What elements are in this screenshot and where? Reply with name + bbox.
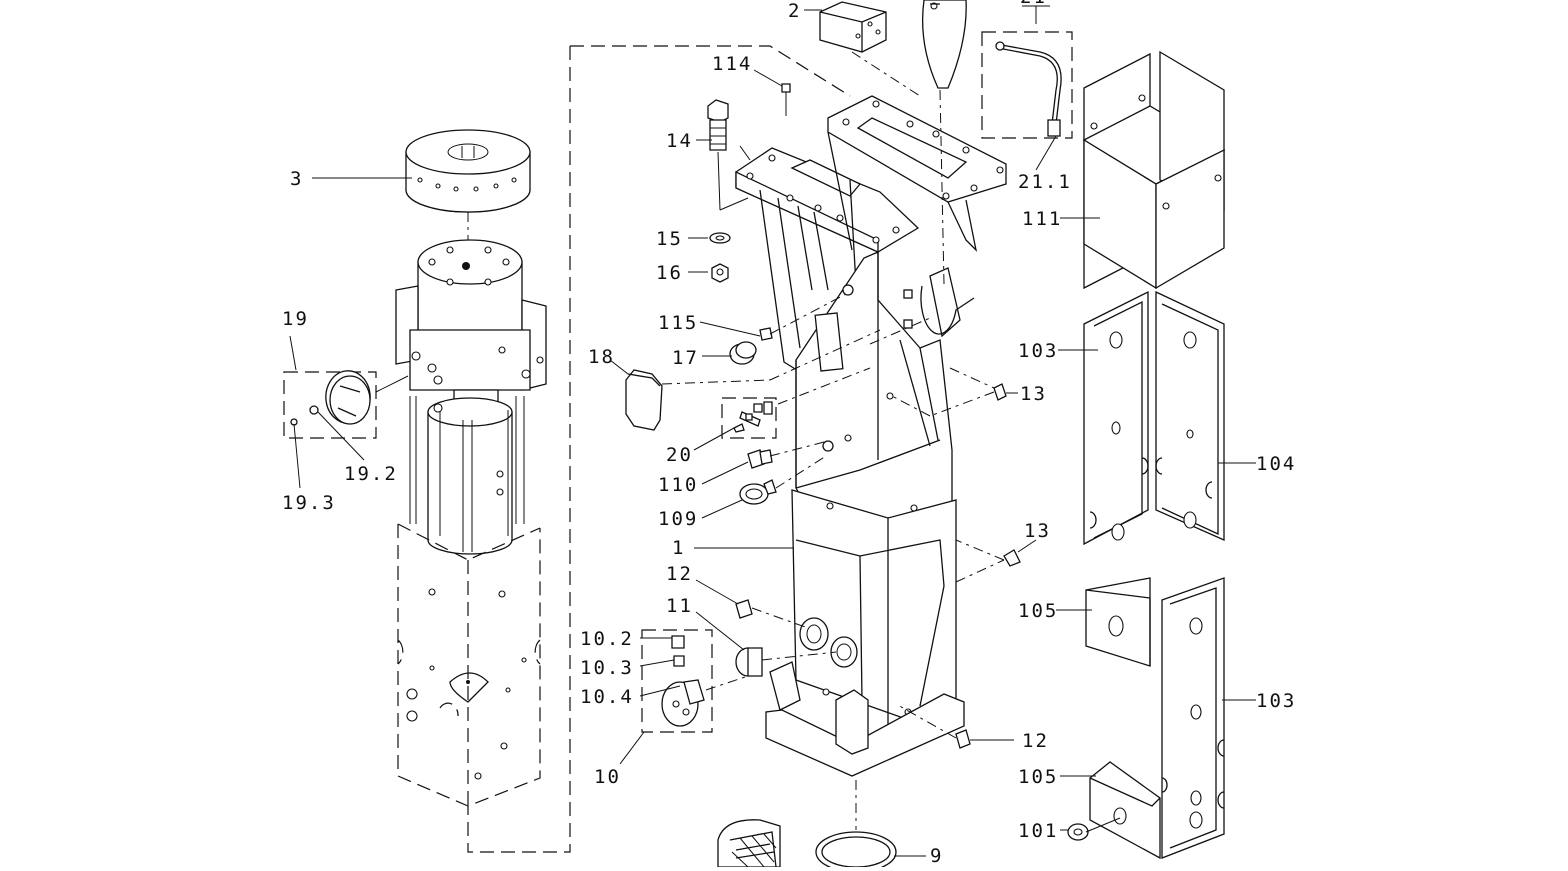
wear-plates: [1067, 50, 1226, 860]
label-114: 114: [712, 53, 752, 75]
label-111: 111: [1022, 208, 1062, 230]
label-2: 2: [788, 0, 801, 22]
label-10-4: 10.4: [580, 686, 634, 708]
part-9-seal: [717, 819, 897, 871]
side-parts-115-17-18: [625, 284, 881, 431]
label-109: 109: [658, 508, 698, 530]
label-104: 104: [1256, 453, 1296, 475]
cylinder-head: [395, 239, 547, 405]
label-21-1: 21.1: [1018, 171, 1072, 193]
label-19-3: 19.3: [282, 492, 336, 514]
label-105-lower: 105: [1018, 766, 1058, 788]
label-13-lower: 13: [1024, 520, 1051, 542]
label-9: 9: [930, 845, 943, 867]
label-19-2: 19.2: [344, 463, 398, 485]
label-10-3: 10.3: [580, 657, 634, 679]
power-cell-assembly: [283, 129, 547, 807]
part-21-hose: [921, 0, 1073, 285]
part-number-labels: 2 21 114 14 3 21.1 111 15 16 19 115 18 1…: [282, 0, 1296, 867]
label-1: 1: [672, 537, 685, 559]
label-110: 110: [658, 474, 698, 496]
label-16: 16: [656, 262, 683, 284]
label-18: 18: [588, 346, 615, 368]
label-21: 21: [1020, 0, 1047, 8]
label-10-2: 10.2: [580, 628, 634, 650]
label-13-upper: 13: [1020, 383, 1047, 405]
label-17: 17: [672, 347, 699, 369]
label-105-upper: 105: [1018, 600, 1058, 622]
part-3-accumulator-cap: [405, 129, 531, 240]
part-19-group: [283, 370, 409, 439]
part-13-plugs: [869, 317, 1021, 583]
parts-12-11-10: [641, 599, 971, 749]
part-1-housing: [735, 95, 1007, 830]
label-103-upper: 103: [1018, 340, 1058, 362]
label-19: 19: [282, 308, 309, 330]
label-12-upper: 12: [666, 563, 693, 585]
part-20-group: [721, 367, 871, 439]
label-3: 3: [290, 168, 303, 190]
label-101: 101: [1018, 820, 1058, 842]
cylinder-body: [409, 396, 525, 555]
label-12-lower: 12: [1022, 730, 1049, 752]
label-10: 10: [594, 766, 621, 788]
label-14: 14: [666, 130, 693, 152]
leader-lines: [289, 5, 1256, 857]
part-2-top-cap: [819, 1, 921, 97]
parts-110-109: [739, 440, 834, 505]
label-11: 11: [666, 595, 693, 617]
label-15: 15: [656, 228, 683, 250]
label-115: 115: [658, 312, 698, 334]
top-fasteners: [707, 83, 791, 283]
assembly-connector-frame: [467, 45, 851, 853]
lower-housing: [397, 523, 541, 807]
label-20: 20: [666, 444, 693, 466]
label-103-lower: 103: [1256, 690, 1296, 712]
